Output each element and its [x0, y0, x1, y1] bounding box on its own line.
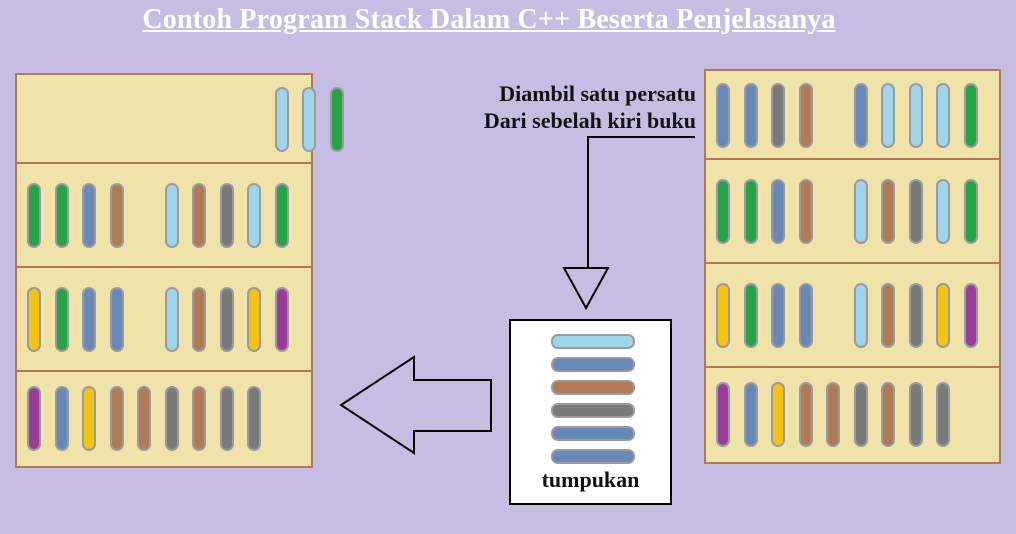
book — [881, 382, 895, 447]
right-bookshelf — [704, 69, 1001, 464]
book — [54, 386, 69, 451]
shelf-divider — [706, 158, 999, 160]
book — [963, 283, 978, 348]
book — [798, 382, 813, 447]
book — [247, 183, 261, 248]
book — [908, 283, 923, 348]
right-shelf-row-1 — [706, 71, 999, 159]
book — [798, 283, 813, 348]
book — [54, 287, 69, 352]
stack-label: tumpukan — [541, 467, 640, 492]
book — [82, 386, 96, 451]
book — [109, 287, 124, 352]
book — [881, 179, 895, 244]
down-arrow-line — [587, 136, 695, 268]
shelf-divider — [17, 162, 311, 164]
book — [716, 382, 730, 447]
book — [853, 283, 868, 348]
book — [908, 83, 923, 148]
book — [716, 179, 730, 244]
caption-line-2: Dari sebelah kiri buku — [483, 108, 696, 133]
shelf-divider — [17, 266, 311, 268]
book — [908, 179, 923, 244]
stack-box: tumpukan — [509, 319, 672, 505]
left-shelf-row-2 — [17, 163, 311, 267]
book — [743, 179, 758, 244]
book — [164, 183, 179, 248]
book — [853, 382, 868, 447]
page-title: Contoh Program Stack Dalam C++ Beserta P… — [142, 4, 836, 35]
book — [853, 83, 868, 148]
left-arrow — [339, 355, 492, 455]
book — [82, 287, 96, 352]
book — [771, 83, 785, 148]
left-bookshelf — [15, 73, 344, 468]
book — [881, 83, 895, 148]
book — [771, 382, 785, 447]
instruction-caption: Diambil satu persatu Dari sebelah kiri b… — [484, 80, 696, 134]
book — [963, 179, 978, 244]
book — [881, 283, 895, 348]
book — [137, 386, 151, 451]
book — [82, 183, 96, 248]
book — [247, 287, 261, 352]
right-shelf-row-2 — [706, 159, 999, 263]
book — [274, 287, 289, 352]
book — [826, 382, 840, 447]
book — [219, 183, 234, 248]
book — [908, 382, 923, 447]
book — [716, 83, 730, 148]
shelf-divider — [706, 262, 999, 264]
book — [936, 382, 950, 447]
caption-line-1: Diambil satu persatu — [499, 81, 696, 106]
book — [192, 287, 206, 352]
book — [329, 87, 344, 152]
stacked-book — [551, 357, 635, 372]
book — [109, 386, 124, 451]
book — [27, 287, 41, 352]
book — [274, 87, 289, 152]
book — [192, 183, 206, 248]
left-shelf-row-3 — [17, 267, 311, 371]
shelf-divider — [706, 366, 999, 368]
right-shelf-row-3 — [706, 263, 999, 367]
book — [302, 87, 316, 152]
book — [164, 287, 179, 352]
book — [54, 183, 69, 248]
shelf-divider — [17, 370, 311, 372]
book — [798, 83, 813, 148]
book — [219, 386, 234, 451]
left-shelf-row-4 — [17, 371, 311, 466]
book — [743, 283, 758, 348]
book — [219, 287, 234, 352]
right-shelf-row-4 — [706, 367, 999, 462]
book — [963, 83, 978, 148]
book — [936, 283, 950, 348]
down-arrow-head — [562, 267, 610, 311]
stacked-book — [551, 334, 635, 349]
book — [771, 283, 785, 348]
book — [743, 382, 758, 447]
book — [743, 83, 758, 148]
stacked-book — [551, 449, 635, 464]
book — [853, 179, 868, 244]
book — [27, 183, 41, 248]
stacked-book — [551, 403, 635, 418]
book — [247, 386, 261, 451]
book — [192, 386, 206, 451]
book — [164, 386, 179, 451]
stacked-book — [551, 426, 635, 441]
book — [716, 283, 730, 348]
book — [274, 183, 289, 248]
book — [936, 83, 950, 148]
book — [798, 179, 813, 244]
book — [936, 179, 950, 244]
stacked-book — [551, 380, 635, 395]
book — [771, 179, 785, 244]
left-shelf-row-1 — [17, 75, 344, 163]
book — [27, 386, 41, 451]
book — [109, 183, 124, 248]
